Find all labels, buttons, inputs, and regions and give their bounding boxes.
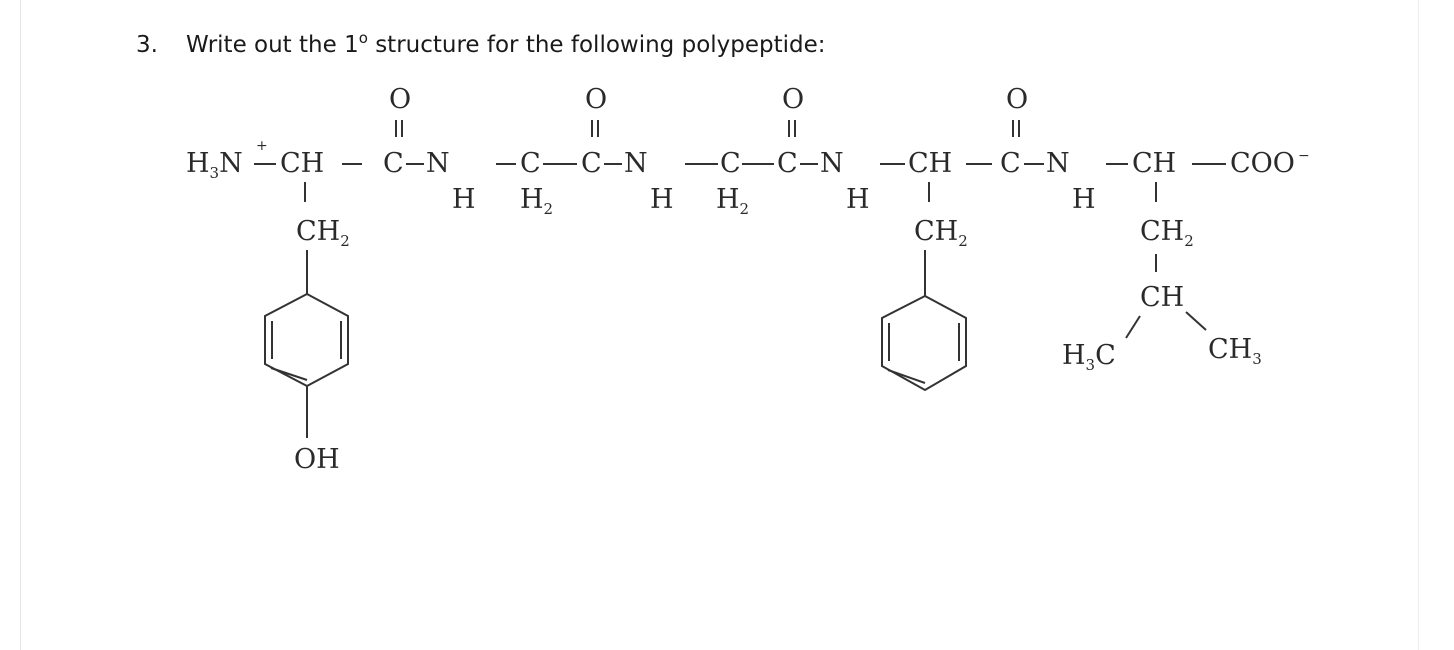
leucine-ch2: CH2 <box>1140 216 1194 250</box>
glycine-methylene-1: H2 <box>520 184 553 218</box>
aromatic-double-bond <box>270 367 308 381</box>
leucine-methyl-left: H3C <box>1062 340 1116 374</box>
phenylalanine-benzene-ring <box>881 294 967 392</box>
amide-nitrogen-1: N <box>426 148 450 179</box>
bond <box>1125 315 1141 339</box>
alpha-carbon-3: C <box>720 148 741 179</box>
leucine-methyl-right: CH3 <box>1208 334 1262 368</box>
n-terminus-label: H3N <box>186 148 243 182</box>
amide-hydrogen-2: H <box>650 184 674 215</box>
aromatic-double-bond <box>887 369 926 384</box>
n-terminus-charge: + <box>256 138 268 154</box>
c-terminus-charge: − <box>1298 148 1310 164</box>
alpha-carbon-2: C <box>520 148 541 179</box>
c-terminus-carboxylate: COO <box>1230 148 1295 179</box>
question-degree-superscript: o <box>358 29 368 47</box>
carbonyl-oxygen-1: O <box>389 84 411 115</box>
carbonyl-oxygen-2: O <box>585 84 607 115</box>
question-text-end: structure for the following polypeptide: <box>367 32 826 58</box>
alpha-carbon-1: CH <box>280 148 324 179</box>
amide-hydrogen-4: H <box>1072 184 1096 215</box>
bond <box>1185 311 1207 331</box>
phenylalanine-ch2: CH2 <box>914 216 968 250</box>
question-text-start: Write out the 1 <box>186 32 359 58</box>
question-prompt: 3. Write out the 1o structure for the fol… <box>136 29 826 59</box>
page-edge-right <box>1418 0 1419 650</box>
amide-nitrogen-2: N <box>624 148 648 179</box>
carbonyl-carbon-4: C <box>1000 148 1021 179</box>
carbonyl-oxygen-4: O <box>1006 84 1028 115</box>
question-number: 3. <box>136 32 158 58</box>
tyrosine-ch2: CH2 <box>296 216 350 250</box>
page-edge-left <box>20 0 21 650</box>
amide-hydrogen-1: H <box>452 184 476 215</box>
carbonyl-carbon-1: C <box>383 148 404 179</box>
carbonyl-carbon-3: C <box>777 148 798 179</box>
leucine-ch: CH <box>1140 282 1184 313</box>
alpha-carbon-5: CH <box>1132 148 1176 179</box>
amide-hydrogen-3: H <box>846 184 870 215</box>
alpha-carbon-4: CH <box>908 148 952 179</box>
tyrosine-benzene-ring <box>264 292 349 388</box>
carbonyl-oxygen-3: O <box>782 84 804 115</box>
amide-nitrogen-4: N <box>1046 148 1070 179</box>
carbonyl-carbon-2: C <box>581 148 602 179</box>
glycine-methylene-2: H2 <box>716 184 749 218</box>
tyrosine-hydroxyl: OH <box>294 444 340 475</box>
amide-nitrogen-3: N <box>820 148 844 179</box>
